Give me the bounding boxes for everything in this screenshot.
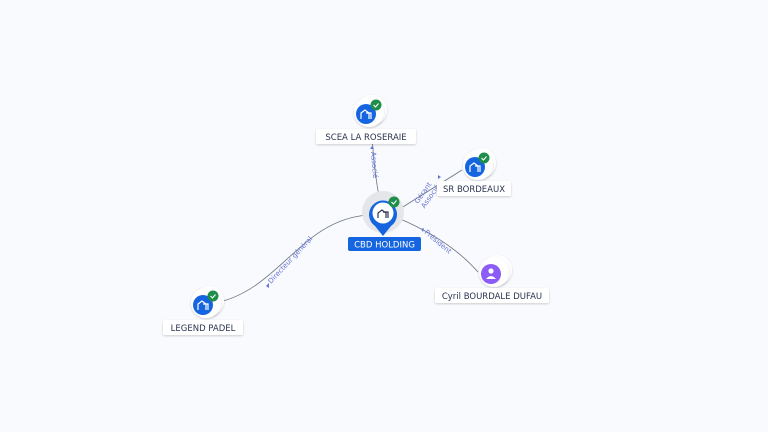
- node-cbd-holding[interactable]: CBD HOLDING: [348, 191, 421, 251]
- node-sr-bordeaux[interactable]: SR BORDEAUX: [437, 148, 511, 196]
- verified-check-icon: [478, 152, 490, 164]
- building-icon: [377, 209, 389, 218]
- edge-legend-padel: [214, 214, 369, 304]
- node-label: SCEA LA ROSERAIE: [325, 133, 406, 143]
- edge-label-directeur-general: Directeur général: [267, 235, 315, 285]
- edge-label-associe: Associé: [369, 151, 379, 178]
- node-label: LEGEND PADEL: [171, 324, 236, 334]
- verified-check-icon: [388, 196, 400, 208]
- edge-sr-bordeaux: [397, 169, 463, 211]
- node-legend-padel[interactable]: LEGEND PADEL: [163, 286, 243, 335]
- node-cyril-bourdale-dufau[interactable]: Cyril BOURDALE DUFAU: [435, 255, 549, 303]
- verified-check-icon: [370, 99, 382, 111]
- verified-check-icon: [207, 290, 219, 302]
- center-label: CBD HOLDING: [354, 241, 415, 251]
- node-label: Cyril BOURDALE DUFAU: [442, 292, 542, 302]
- node-label: SR BORDEAUX: [443, 185, 505, 195]
- edge-cyril: [397, 217, 479, 273]
- node-scea-la-roseraie[interactable]: SCEA LA ROSERAIE: [316, 95, 416, 144]
- edge-label-president: Président: [423, 228, 453, 255]
- person-icon: [481, 264, 501, 284]
